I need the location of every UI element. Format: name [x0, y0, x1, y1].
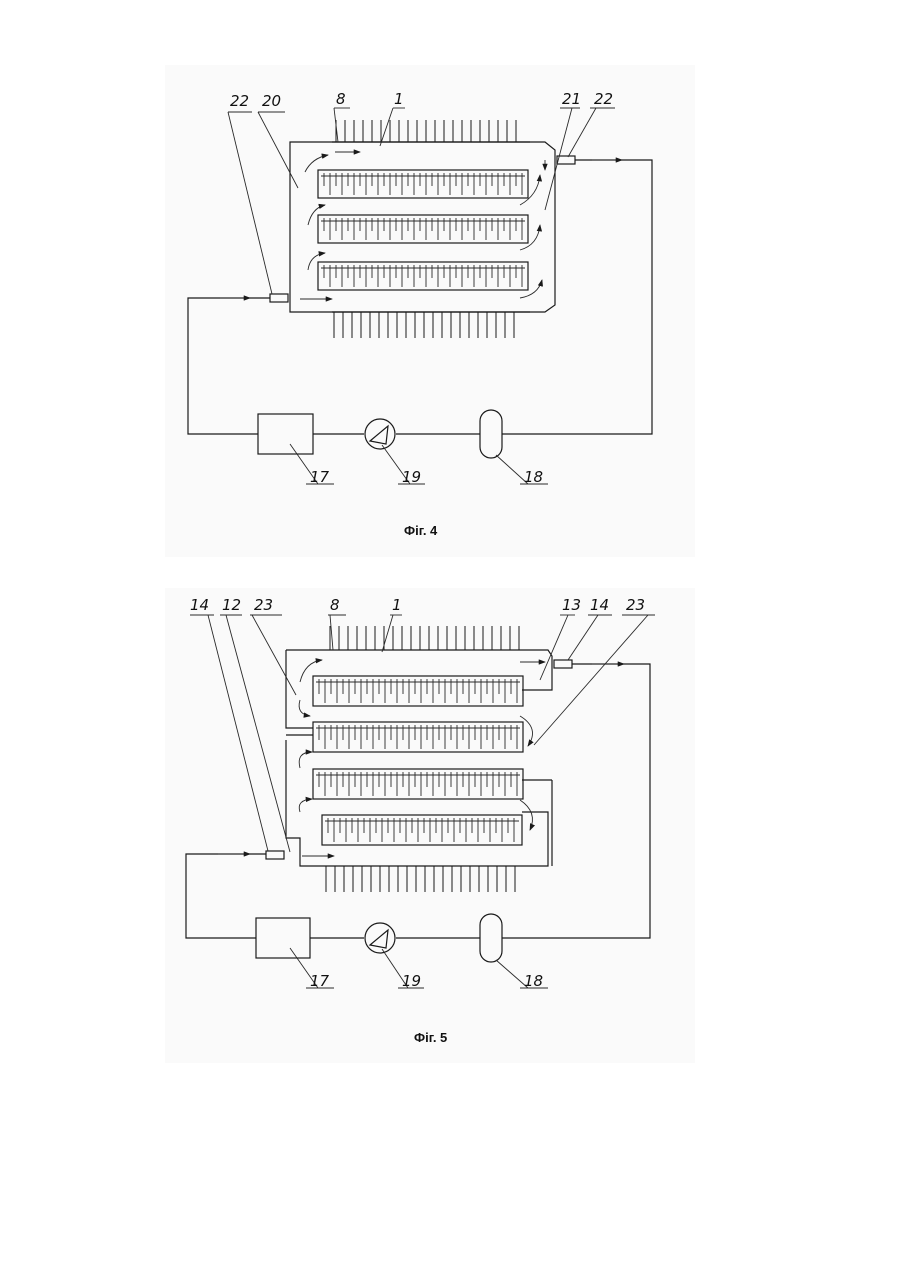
fig5-label-17: 17: [310, 972, 330, 990]
fig4-label-21: 21: [562, 90, 581, 108]
fig5-label-23-left: 23: [254, 596, 273, 614]
fig5-label-1: 1: [392, 596, 402, 614]
fig4-unit-17: [258, 414, 313, 454]
fig4-label-18: 18: [524, 468, 543, 486]
fig4-label-8: 8: [336, 90, 346, 108]
fig4-label-22-right: 22: [594, 90, 613, 108]
fig5-label-18: 18: [524, 972, 543, 990]
fig5-channel-ticks: [316, 679, 520, 842]
fig5-leader-lines: [190, 615, 655, 988]
fig5-pump-19: [365, 923, 395, 953]
fig4-bottom-fins: [334, 312, 514, 338]
fig4-channel-ticks: [321, 173, 525, 287]
fig5-outlet-connector: [554, 660, 572, 668]
fig5-top-fins: [330, 626, 519, 650]
figure-4-diagram: 22 20 8 1 21 22 17 19 18 Фіг. 4: [188, 90, 652, 538]
fig5-label-23-right: 23: [626, 596, 645, 614]
fig5-caption: Фіг. 5: [414, 1030, 447, 1045]
fig5-tank-18: [480, 914, 502, 962]
fig4-label-1: 1: [394, 90, 404, 108]
fig4-outlet-connector: [557, 156, 575, 164]
fig5-label-14-left: 14: [190, 596, 209, 614]
fig5-channel-2: [313, 722, 523, 752]
fig5-inlet-connector: [266, 851, 284, 859]
fig4-flow-arrows: [300, 152, 545, 299]
fig4-label-22-left: 22: [230, 92, 249, 110]
fig4-external-circuit: [188, 160, 652, 434]
fig5-bottom-fins: [326, 866, 515, 892]
figure-5-diagram: 14 12 23 8 1 13 14 23 17 19 18 Фіг. 5: [186, 596, 655, 1045]
fig5-label-14-right: 14: [590, 596, 609, 614]
fig4-caption: Фіг. 4: [404, 523, 438, 538]
fig4-label-20: 20: [262, 92, 281, 110]
fig5-label-19: 19: [402, 972, 421, 990]
fig5-channel-3: [313, 769, 523, 799]
fig4-pump-19: [365, 419, 395, 449]
fig4-top-fins: [336, 120, 516, 142]
fig5-label-13: 13: [562, 596, 581, 614]
fig4-inlet-connector: [270, 294, 288, 302]
fig5-label-8: 8: [330, 596, 340, 614]
fig4-channel-2: [318, 215, 528, 243]
fig5-channel-1: [313, 676, 523, 706]
fig5-label-12: 12: [222, 596, 241, 614]
fig4-leader-lines: [228, 108, 615, 484]
fig4-label-17: 17: [310, 468, 330, 486]
fig5-unit-17: [256, 918, 310, 958]
fig4-channel-3: [318, 262, 528, 290]
fig4-tank-18: [480, 410, 502, 458]
fig4-label-19: 19: [402, 468, 421, 486]
fig4-channel-1: [318, 170, 528, 198]
